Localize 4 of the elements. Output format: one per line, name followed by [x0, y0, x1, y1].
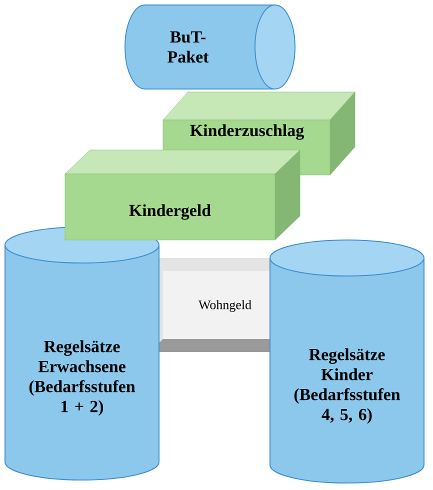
- block: Kindergeld: [64, 150, 300, 240]
- cylinder: Regelsätze Kinder (Bedarfsstufen 4, 5, 6): [270, 240, 424, 484]
- cylinder: Regelsätze Erwachsene (Bedarfsstufen 1 + 2): [4, 226, 160, 480]
- cylinder: BuT-Paket: [124, 4, 296, 90]
